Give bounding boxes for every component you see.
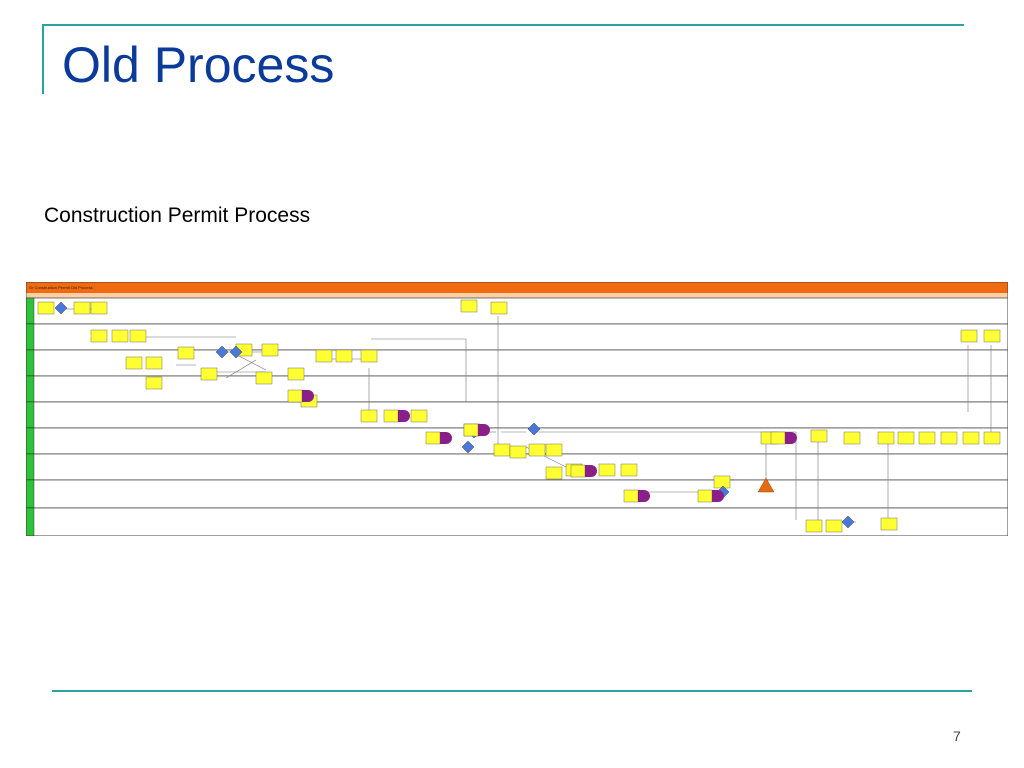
top-rule — [42, 24, 964, 26]
diagram-header-title: Gr Construction Permit Old Process — [29, 285, 93, 290]
swimlane — [26, 349, 1008, 377]
subprocess-cap — [302, 390, 314, 402]
swimlane-label-cell — [26, 453, 35, 481]
page-number: 7 — [953, 728, 961, 744]
swimlane — [26, 507, 1008, 536]
task-box — [493, 443, 511, 457]
task-box — [810, 429, 828, 443]
decision-diamond — [461, 440, 475, 454]
subprocess-box — [770, 431, 786, 445]
connector-line — [371, 338, 467, 402]
process-diagram: Gr Construction Permit Old Process — [26, 282, 1008, 536]
task-box — [177, 346, 195, 360]
swimlane-label-cell — [26, 375, 35, 403]
task-box — [287, 367, 305, 381]
task-box — [897, 431, 915, 445]
task-box — [620, 463, 638, 477]
subprocess-box — [425, 431, 441, 445]
diagram-header — [26, 282, 1008, 293]
task-box — [315, 349, 333, 363]
task-box — [129, 329, 147, 343]
swimlane-label-cell — [26, 349, 35, 377]
subprocess-cap — [785, 432, 797, 444]
task-box — [90, 329, 108, 343]
task-box — [200, 367, 218, 381]
task-box — [598, 463, 616, 477]
subprocess-cap — [712, 490, 724, 502]
swimlane — [26, 453, 1008, 481]
task-box — [877, 431, 895, 445]
decision-diamond — [215, 345, 229, 359]
task-box — [983, 329, 1001, 343]
swimlane-label-cell — [26, 479, 35, 509]
task-box — [37, 301, 55, 315]
swimlane-diagram: Gr Construction Permit Old Process — [26, 282, 1008, 536]
task-box — [805, 519, 823, 533]
left-rule — [42, 24, 44, 94]
swimlane — [26, 401, 1008, 429]
swimlane — [26, 479, 1008, 509]
swimlane — [26, 297, 1008, 325]
task-box — [90, 301, 108, 315]
task-box — [73, 301, 91, 315]
task-box — [940, 431, 958, 445]
subprocess-box — [383, 409, 399, 423]
subprocess-cap — [638, 490, 650, 502]
task-box — [918, 431, 936, 445]
task-box — [962, 431, 980, 445]
task-box — [713, 475, 731, 489]
swimlanes — [26, 297, 1008, 536]
swimlane — [26, 375, 1008, 403]
task-box — [545, 443, 563, 457]
subprocess-cap — [440, 432, 452, 444]
task-box — [111, 329, 129, 343]
connector-line — [225, 359, 257, 379]
subprocess-box — [697, 489, 713, 503]
task-box — [145, 376, 163, 390]
slide-title: Old Process — [62, 37, 335, 93]
task-box — [125, 356, 143, 370]
task-box — [255, 371, 273, 385]
task-box — [545, 466, 563, 480]
subprocess-box — [463, 423, 479, 437]
task-box — [825, 519, 843, 533]
swimlane-label-cell — [26, 323, 35, 351]
task-box — [960, 329, 978, 343]
subprocess-cap — [585, 465, 597, 477]
subprocess-box — [570, 464, 586, 478]
swimlane-label-cell — [26, 507, 35, 536]
task-box — [360, 349, 378, 363]
decision-diamond — [54, 301, 68, 315]
decision-diamond — [841, 515, 855, 529]
task-box — [843, 431, 861, 445]
task-box — [528, 443, 546, 457]
task-box — [490, 301, 508, 315]
task-box — [880, 517, 898, 531]
swimlane-label-cell — [26, 427, 35, 455]
slide-subtitle: Construction Permit Process — [44, 204, 311, 227]
diagram-header-band — [26, 293, 1008, 298]
subprocess-box — [287, 389, 303, 403]
subprocess-cap — [478, 424, 490, 436]
subprocess-box — [623, 489, 639, 503]
task-box — [410, 409, 428, 423]
bottom-rule — [52, 690, 972, 692]
swimlane-label-cell — [26, 297, 35, 325]
task-box — [983, 431, 1001, 445]
task-box — [509, 445, 527, 459]
subprocess-cap — [398, 410, 410, 422]
decision-diamond — [229, 345, 243, 359]
decision-diamond — [527, 422, 541, 436]
swimlane-label-cell — [26, 401, 35, 429]
task-box — [460, 299, 478, 313]
task-box — [360, 409, 378, 423]
process-nodes — [37, 299, 1001, 533]
task-box — [335, 349, 353, 363]
task-box — [145, 356, 163, 370]
task-box — [261, 343, 279, 357]
alert-triangle — [757, 477, 775, 493]
